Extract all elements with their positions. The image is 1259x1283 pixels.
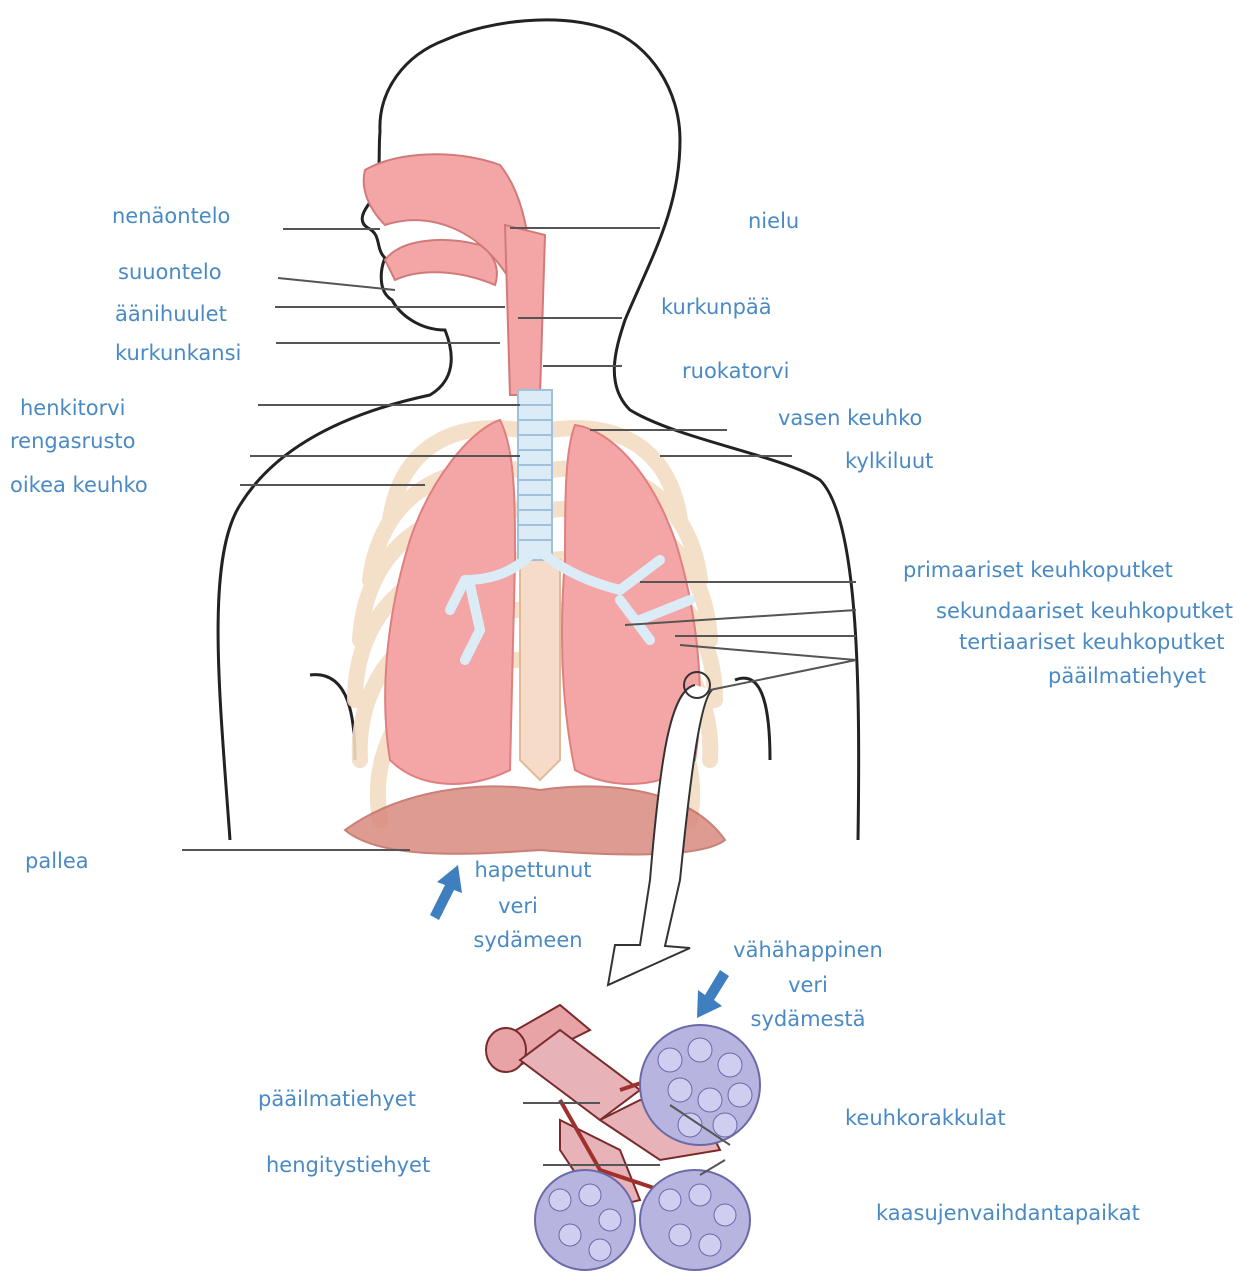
label-pharynx: nielu [748,211,799,232]
label-left-lung: vasen keuhko [778,408,922,429]
label-nasal-cavity: nenäontelo [112,206,230,227]
trachea-shape [518,390,552,560]
label-oral-cavity: suuontelo [118,262,222,283]
label-deoxygenated-line3: sydämestä [728,1009,888,1030]
label-gas-exchange: kaasujenvaihdantapaikat [876,1203,1140,1224]
pharynx-shape [505,225,545,395]
label-secondary-bronchi: sekundaariset keuhkoputket [936,601,1233,622]
label-alveolar-sacs: keuhkorakkulat [845,1108,1006,1129]
oxygenated-arrow [430,865,462,920]
label-ribs: kylkiluut [845,451,933,472]
label-trachea: henkitorvi [20,398,126,419]
label-primary-bronchi: primaariset keuhkoputket [903,560,1173,581]
label-bronchioles: pääilmatiehyet [1048,666,1206,687]
label-bronchioles-bottom: pääilmatiehyet [258,1089,416,1110]
label-larynx: kurkunpää [661,297,772,318]
label-esophagus: ruokatorvi [682,361,789,382]
label-oxygenated-line2: veri [468,896,568,917]
label-vocal-cords: äänihuulet [115,304,227,325]
label-oxygenated-line3: sydämeen [468,930,588,951]
label-epiglottis: kurkunkansi [115,343,241,364]
label-respiratory-bronchioles: hengitystiehyet [266,1155,430,1176]
leader-bronchioles-2 [710,660,856,690]
arm-outline-right [735,678,770,760]
label-tertiary-bronchi: tertiaariset keuhkoputket [959,632,1224,653]
oral-cavity-shape [385,240,497,285]
mediastinum-shape [520,560,560,780]
label-deoxygenated-line1: vähähappinen [728,940,888,961]
label-deoxygenated-line2: veri [728,975,888,996]
label-cartilage-rings: rengasrusto [10,431,136,452]
deoxygenated-arrow [697,970,729,1018]
leader-oral-cavity [278,278,395,290]
label-right-lung: oikea keuhko [10,475,148,496]
label-diaphragm: pallea [25,851,89,872]
label-oxygenated-line1: hapettunut [468,860,598,881]
